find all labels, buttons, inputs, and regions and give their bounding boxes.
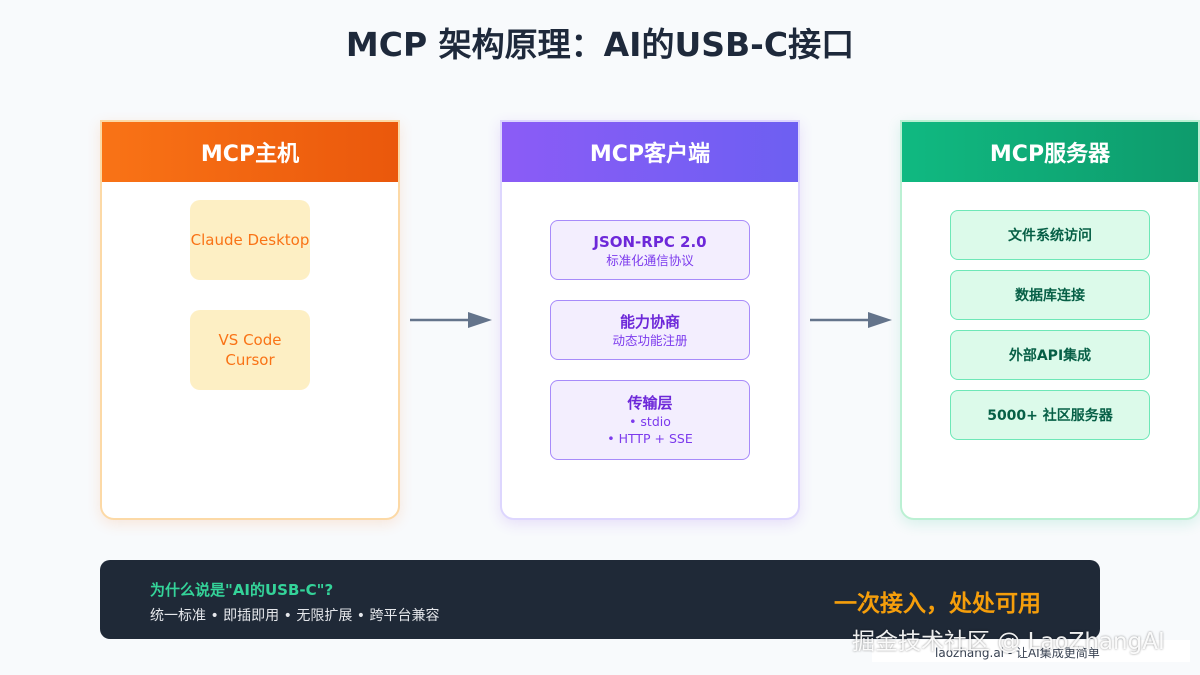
mcp-client-header: MCP客户端 <box>502 122 798 182</box>
mcp-server-panel: MCP服务器 文件系统访问 数据库连接 外部API集成 5000+ 社区服务器 <box>900 120 1200 520</box>
mcp-host-panel: MCP主机 Claude Desktop VS Code Cursor <box>100 120 400 520</box>
footer-question: 为什么说是"AI的USB-C"? <box>150 581 334 599</box>
client-item-capability-negotiation: 能力协商 动态功能注册 <box>550 300 750 360</box>
client-item-subtitle: 标准化通信协议 <box>606 252 694 268</box>
server-item-community: 5000+ 社区服务器 <box>950 390 1150 440</box>
host-item-label: Cursor <box>225 351 275 369</box>
client-item-subtitle: 动态功能注册 <box>612 332 688 348</box>
footer-points: 统一标准 • 即插即用 • 无限扩展 • 跨平台兼容 <box>150 608 440 624</box>
server-item-database: 数据库连接 <box>950 270 1150 320</box>
credit-text: laozhang.ai - 让AI集成更简单 <box>935 646 1100 660</box>
mcp-server-header: MCP服务器 <box>902 122 1198 182</box>
host-item-label: Claude Desktop <box>190 231 310 249</box>
host-item-label: VS Code <box>218 331 282 349</box>
client-item-subtitle: • stdio <box>629 414 671 429</box>
footer-slogan: 一次接入，处处可用 <box>834 591 1041 617</box>
host-item-vscode-cursor: VS Code Cursor <box>190 310 310 390</box>
client-item-title: JSON-RPC 2.0 <box>593 232 707 251</box>
page-title: MCP 架构原理：AI的USB-C接口 <box>345 25 855 64</box>
client-item-title: 能力协商 <box>619 312 680 331</box>
client-item-json-rpc: JSON-RPC 2.0 标准化通信协议 <box>550 220 750 280</box>
server-item-filesystem: 文件系统访问 <box>950 210 1150 260</box>
host-item-claude-desktop: Claude Desktop <box>190 200 310 280</box>
client-item-title: 传输层 <box>627 394 673 412</box>
credit-strip <box>872 640 1190 662</box>
footer-banner: 为什么说是"AI的USB-C"? 统一标准 • 即插即用 • 无限扩展 • 跨平… <box>100 560 1100 639</box>
mcp-client-panel: MCP客户端 JSON-RPC 2.0 标准化通信协议 能力协商 动态功能注册 … <box>500 120 800 520</box>
mcp-host-header: MCP主机 <box>102 122 398 182</box>
arrow-right-icon <box>810 312 892 328</box>
watermark: 掘金技术社区 @ LaoZhangAI <box>852 629 1165 655</box>
server-item-external-api: 外部API集成 <box>950 330 1150 380</box>
arrow-right-icon <box>410 312 492 328</box>
client-item-subtitle: • HTTP + SSE <box>607 431 693 446</box>
client-item-transport-layer: 传输层 • stdio • HTTP + SSE <box>550 380 750 460</box>
